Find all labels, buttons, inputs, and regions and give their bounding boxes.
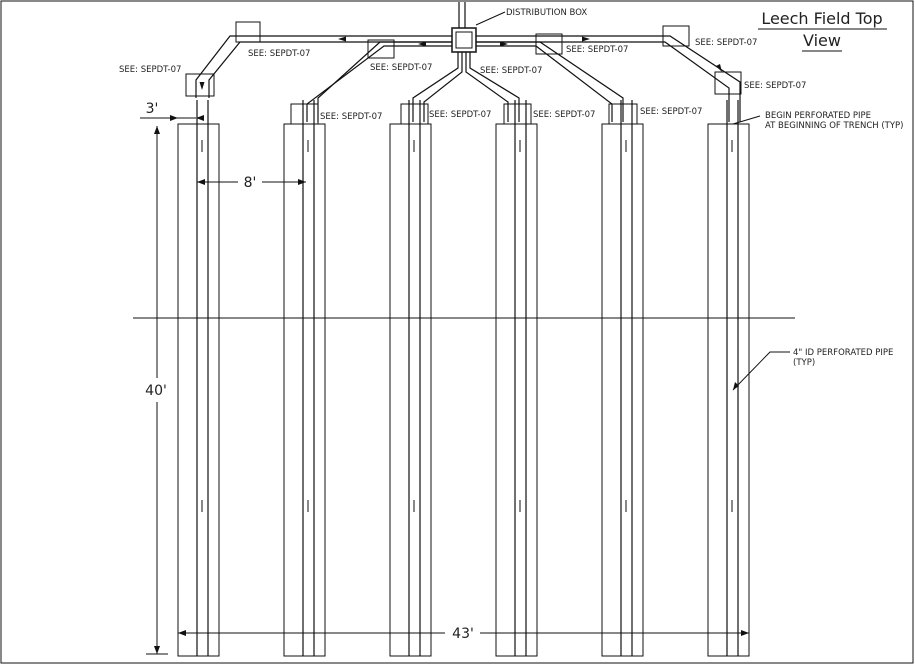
trench <box>495 123 538 657</box>
dim-spacing: 8' <box>197 175 306 191</box>
see-ref-label: SEE: SEPDT-07 <box>119 65 181 75</box>
perforated-pipe-note-line2: (TYP) <box>793 358 815 368</box>
see-ref-label: SEE: SEPDT-07 <box>566 45 628 55</box>
dim-trench-width: 3' <box>140 101 204 121</box>
see-ref-label: SEE: SEPDT-07 <box>320 112 382 122</box>
title-line2: View <box>803 31 841 50</box>
trench <box>389 123 432 657</box>
begin-perforated-note-line1: BEGIN PERFORATED PIPE <box>765 111 871 121</box>
pipes <box>196 100 739 656</box>
perforated-pipe-note-line1: 4" ID PERFORATED PIPE <box>793 348 893 358</box>
dim-total-width-label: 43' <box>452 626 474 642</box>
see-ref-label: SEE: SEPDT-07 <box>480 66 542 76</box>
distribution-box-label: DISTRIBUTION BOX <box>506 8 587 18</box>
see-ref-label: SEE: SEPDT-07 <box>248 49 310 59</box>
distribution-box-leader <box>475 11 506 26</box>
header-pipe <box>195 2 741 122</box>
perforated-pipe-leader <box>732 351 790 391</box>
dim-length-label: 40' <box>145 383 167 399</box>
dim-length: 40' <box>145 126 168 655</box>
see-ref-boxes <box>185 21 742 125</box>
see-ref-label: SEE: SEPDT-07 <box>744 81 806 91</box>
see-ref-label: SEE: SEPDT-07 <box>429 110 491 120</box>
title-line1: Leech Field Top <box>761 9 882 28</box>
trench <box>707 123 750 657</box>
see-ref-label: SEE: SEPDT-07 <box>695 38 757 48</box>
begin-perforated-note-line2: AT BEGINNING OF TRENCH (TYP) <box>765 121 904 131</box>
flow-arrows <box>199 36 722 90</box>
see-ref-label: SEE: SEPDT-07 <box>370 63 432 73</box>
dim-total-width: 43' <box>178 626 749 642</box>
dim-trench-width-label: 3' <box>146 101 159 117</box>
distribution-box <box>451 27 477 53</box>
dim-spacing-label: 8' <box>244 175 257 191</box>
trench <box>601 123 644 657</box>
trench <box>177 123 220 657</box>
trench <box>283 123 326 657</box>
see-ref-label: SEE: SEPDT-07 <box>533 110 595 120</box>
trenches <box>177 123 750 657</box>
see-ref-label: SEE: SEPDT-07 <box>640 107 702 117</box>
